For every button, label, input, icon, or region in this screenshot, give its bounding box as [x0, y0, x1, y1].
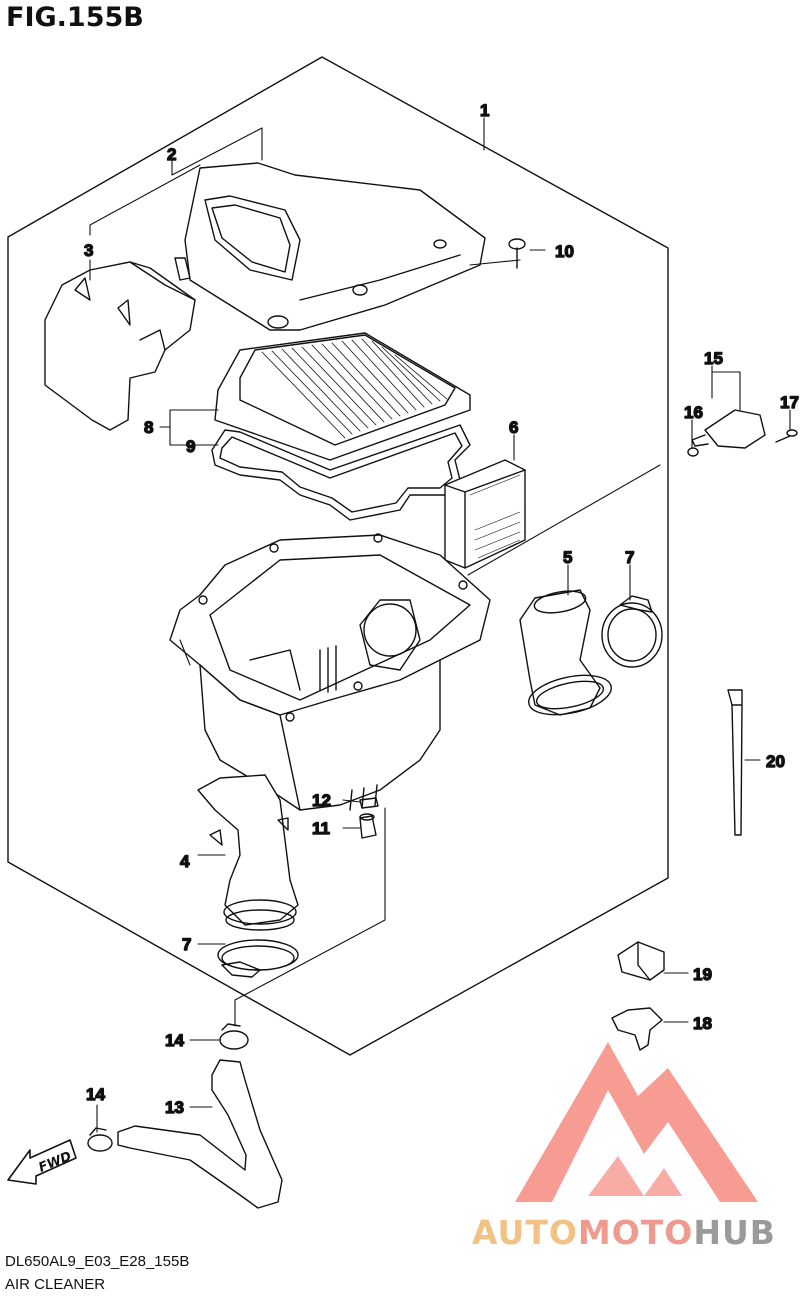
tube-part-5 [519, 589, 612, 716]
leader-lines [89, 117, 791, 1133]
cap-part-2 [174, 162, 486, 331]
wordmark-auto: AUTO [472, 1213, 578, 1252]
case-part-1 [169, 533, 491, 811]
callout-7-lower: 7 [182, 935, 191, 954]
callout-14-lower: 14 [86, 1085, 105, 1104]
callout-14-upper: 14 [165, 1031, 184, 1050]
tie-part-20 [727, 689, 743, 836]
callout-6: 6 [509, 418, 518, 437]
screw-part-10 [508, 238, 526, 269]
callout-15: 15 [704, 349, 723, 368]
callout-2: 2 [167, 145, 176, 164]
clip-part-12 [359, 797, 379, 809]
element-part-8 [214, 332, 471, 461]
callout-20: 20 [766, 752, 785, 771]
callout-4: 4 [180, 852, 190, 871]
clamp-part-7-lower [217, 939, 299, 978]
watermark-wordmark: AUTOMOTOHUB [472, 1213, 776, 1252]
callout-1: 1 [480, 101, 489, 120]
automotohub-logo [515, 1042, 758, 1202]
seal-inner-edge [219, 432, 463, 513]
callout-8: 8 [144, 418, 153, 437]
callout-11: 11 [312, 819, 330, 838]
cap-part-11 [359, 813, 377, 839]
screw-part-17 [775, 429, 798, 443]
sensor-part-18 [611, 1007, 663, 1051]
callout-12: 12 [312, 791, 331, 810]
callout-7-upper: 7 [625, 548, 634, 567]
diagram-name: AIR CLEANER [5, 1276, 106, 1293]
figure-title: FIG.155B [6, 2, 144, 33]
duct-part-3 [44, 261, 196, 431]
clamp-part-14-lower [87, 1127, 113, 1152]
diagram-code: DL650AL9_E03_E28_155B [5, 1253, 190, 1270]
callout-18: 18 [693, 1014, 712, 1033]
tube-part-4 [197, 774, 299, 931]
clamp-part-7-upper [601, 595, 663, 668]
callout-19: 19 [693, 965, 712, 984]
callout-17: 17 [780, 393, 799, 412]
clamp-part-14-upper [219, 1023, 249, 1050]
callout-5: 5 [563, 548, 572, 567]
cover-part-19 [617, 941, 665, 981]
hose-part-13 [117, 1059, 283, 1209]
oring-part-16 [687, 447, 699, 457]
seal-part-9 [211, 424, 471, 521]
sensor-part-15 [691, 409, 766, 449]
callout-3: 3 [84, 241, 93, 260]
callout-13: 13 [165, 1098, 184, 1117]
wordmark-moto: MOTO [577, 1213, 694, 1252]
callout-9: 9 [186, 437, 195, 456]
callout-10: 10 [555, 242, 574, 261]
assembly-boundary [7, 56, 669, 1056]
fwd-arrow-icon: FWD [7, 1139, 77, 1185]
wordmark-hub: HUB [693, 1213, 776, 1252]
pad-part-6 [444, 459, 526, 569]
callout-16: 16 [684, 403, 703, 422]
